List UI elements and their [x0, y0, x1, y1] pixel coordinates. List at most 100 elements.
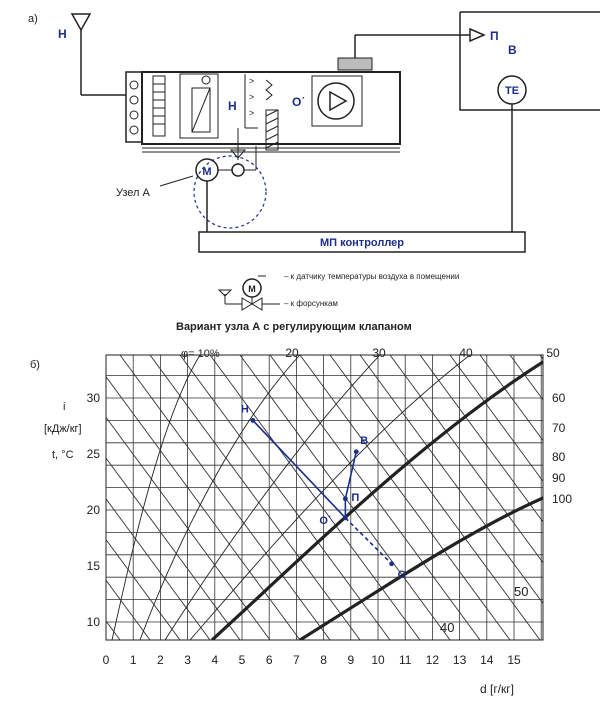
part-a-diagram: а) Н Н > >: [28, 11, 600, 333]
rh-curve: [139, 355, 301, 640]
i-top-tick: 40: [459, 346, 473, 360]
node-a-label: Узел А: [116, 187, 151, 199]
intake-antenna-icon: [70, 13, 92, 32]
sensor-label: ТЕ: [505, 85, 519, 97]
y-tick-label: 10: [87, 615, 101, 629]
i-right-tick: 100: [552, 492, 572, 506]
state-point-marker: [342, 496, 348, 502]
x-tick-label: 11: [399, 653, 412, 667]
node-a-circle: [193, 155, 267, 229]
x-tick-label: 1: [130, 653, 137, 667]
x-tick-label: 12: [426, 653, 440, 667]
supply-arrow-icon: [469, 27, 486, 43]
state-point-label: О: [398, 569, 407, 581]
enthalpy-gridline: [179, 355, 391, 640]
outdoor-label: Н: [58, 27, 67, 41]
mix-label: Н: [228, 99, 237, 113]
i-top-tick: 30: [372, 346, 386, 360]
x-tick-label: 15: [507, 653, 521, 667]
state-point-label: О΄: [319, 515, 331, 527]
process-line: [252, 419, 346, 519]
y-tick-label: 25: [87, 447, 101, 461]
x-axis-label: d [г/кг]: [480, 682, 514, 696]
valve-variant-detail: М – к датчику температуры воздуха в поме…: [176, 272, 459, 333]
y-tick-label: 15: [87, 559, 101, 573]
i-bottom-tick: 40: [440, 620, 454, 635]
air-handling-unit: [141, 71, 401, 145]
phi-label: φ= 10%: [181, 348, 220, 360]
motor-label: М: [202, 166, 211, 178]
y-tick-label: 20: [87, 503, 101, 517]
x-tick-label: 0: [103, 653, 110, 667]
controller-box: [198, 231, 526, 253]
enthalpy-gridline: [570, 355, 600, 640]
enthalpy-gridline: [329, 355, 541, 640]
rh-curve: [111, 355, 201, 640]
enthalpy-gridline: [299, 355, 511, 640]
x-tick-label: 8: [320, 653, 327, 667]
enthalpy-gridline: [106, 457, 241, 640]
variant-caption: Вариант узла А с регулирующим клапаном: [176, 321, 412, 333]
eliminator-icon: [265, 79, 279, 151]
variant-motor-label: М: [248, 284, 256, 294]
state-point-label: Н: [241, 403, 249, 415]
enthalpy-gridline: [479, 355, 543, 442]
enthalpy-gridline: [269, 355, 481, 640]
process-lines: [252, 419, 393, 565]
fan-icon: [311, 75, 363, 127]
i-right-tick: 90: [552, 471, 566, 485]
i-right-tick: 60: [552, 391, 566, 405]
state-point-marker: [389, 561, 394, 567]
to-sensor-text: – к датчику температуры воздуха в помеще…: [284, 272, 459, 281]
i-top-tick: 20: [285, 346, 299, 360]
i-bottom-tick: 50: [514, 584, 528, 599]
x-tick-label: 3: [184, 653, 191, 667]
filter-icon: [152, 75, 166, 137]
controller-label: МП контроллер: [320, 237, 404, 249]
heater-icon: [179, 73, 219, 139]
after-cooler-label: О΄: [292, 95, 305, 109]
x-tick-label: 6: [266, 653, 273, 667]
svg-text:>: >: [249, 108, 254, 118]
x-tick-label: 10: [371, 653, 385, 667]
rh-curve: [164, 355, 381, 640]
i-axis-label: i: [63, 401, 65, 413]
process-line: [344, 517, 393, 565]
enthalpy-gridline: [209, 355, 421, 640]
x-tick-label: 5: [239, 653, 246, 667]
enthalpy-gridline: [419, 355, 543, 523]
regulating-valve-icon: [241, 297, 263, 311]
valve-icon: [231, 163, 245, 177]
id-chart-grid: [0, 355, 600, 640]
x-tick-label: 13: [453, 653, 467, 667]
enthalpy-gridline: [106, 620, 121, 640]
x-tick-label: 14: [480, 653, 494, 667]
x-tick-label: 2: [157, 653, 164, 667]
enthalpy-gridline: [106, 498, 211, 640]
enthalpy-gridline: [359, 355, 543, 605]
enthalpy-gridline: [106, 579, 151, 640]
terminal-block: [125, 71, 143, 143]
enthalpy-gridline: [149, 355, 361, 640]
enthalpy-gridline: [119, 355, 331, 640]
state-point-label: П: [351, 492, 359, 504]
x-tick-label: 7: [293, 653, 300, 667]
x-tick-label: 4: [211, 653, 218, 667]
enthalpy-gridline: [0, 355, 60, 640]
enthalpy-gridline: [0, 355, 90, 640]
spray-nozzles-icon: > > >: [244, 74, 258, 129]
room-box: [459, 11, 600, 111]
state-point-marker: [250, 418, 256, 423]
svg-text:>: >: [249, 92, 254, 102]
outlet-duct: [337, 57, 373, 71]
state-point-marker: [342, 515, 348, 521]
part-b-label: б): [30, 359, 40, 371]
rh-curve: [210, 360, 543, 640]
rh-curve: [299, 496, 543, 640]
room-label: В: [508, 43, 517, 57]
